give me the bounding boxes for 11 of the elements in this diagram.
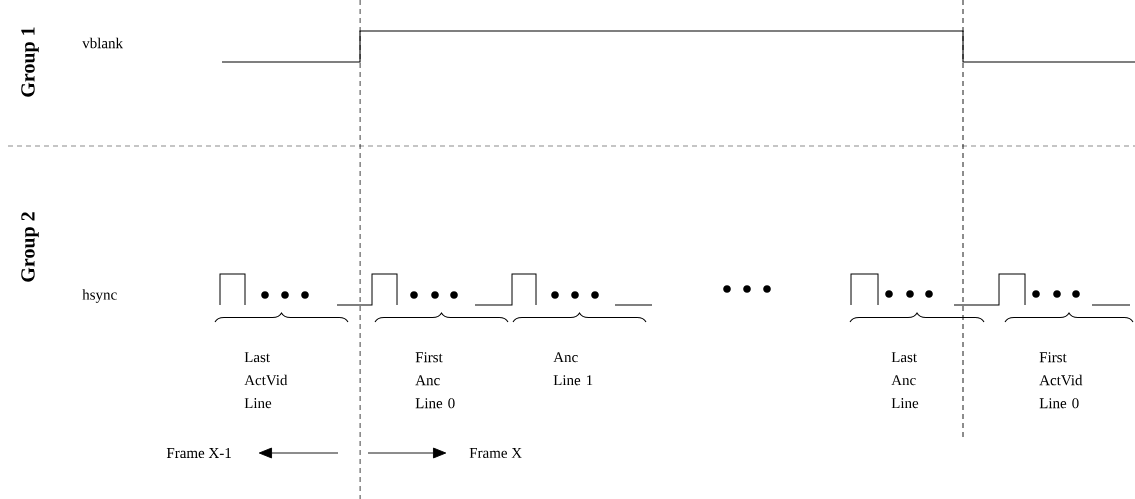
group-label: Group 2 xyxy=(21,212,39,282)
line-label: First ActVid Line 0 xyxy=(1039,352,1083,409)
line-label: Last ActVid Line xyxy=(244,352,288,409)
frame-label: Frame X xyxy=(469,448,522,458)
line-label: Last Anc Line xyxy=(891,352,919,409)
group-label: Group 1 xyxy=(21,27,39,97)
frame-label: Frame X-1 xyxy=(166,448,231,458)
signal-label: hsync xyxy=(82,289,117,303)
line-label: First Anc Line 0 xyxy=(415,352,455,409)
signal-label: vblank xyxy=(82,37,124,49)
line-label: Anc Line 1 xyxy=(553,352,593,386)
